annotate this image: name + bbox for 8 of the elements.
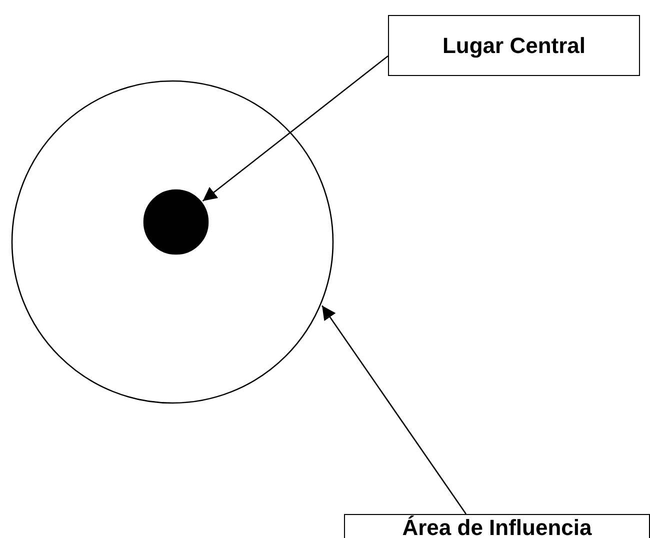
filled-circle: [143, 189, 209, 255]
label-text: Área de Influencia: [402, 515, 592, 538]
label-text: Lugar Central: [442, 32, 586, 58]
arrow: [322, 305, 467, 514]
label-box: [388, 15, 640, 76]
label-box: [344, 514, 650, 538]
arrow: [202, 55, 388, 202]
outline-circle: [11, 80, 334, 404]
